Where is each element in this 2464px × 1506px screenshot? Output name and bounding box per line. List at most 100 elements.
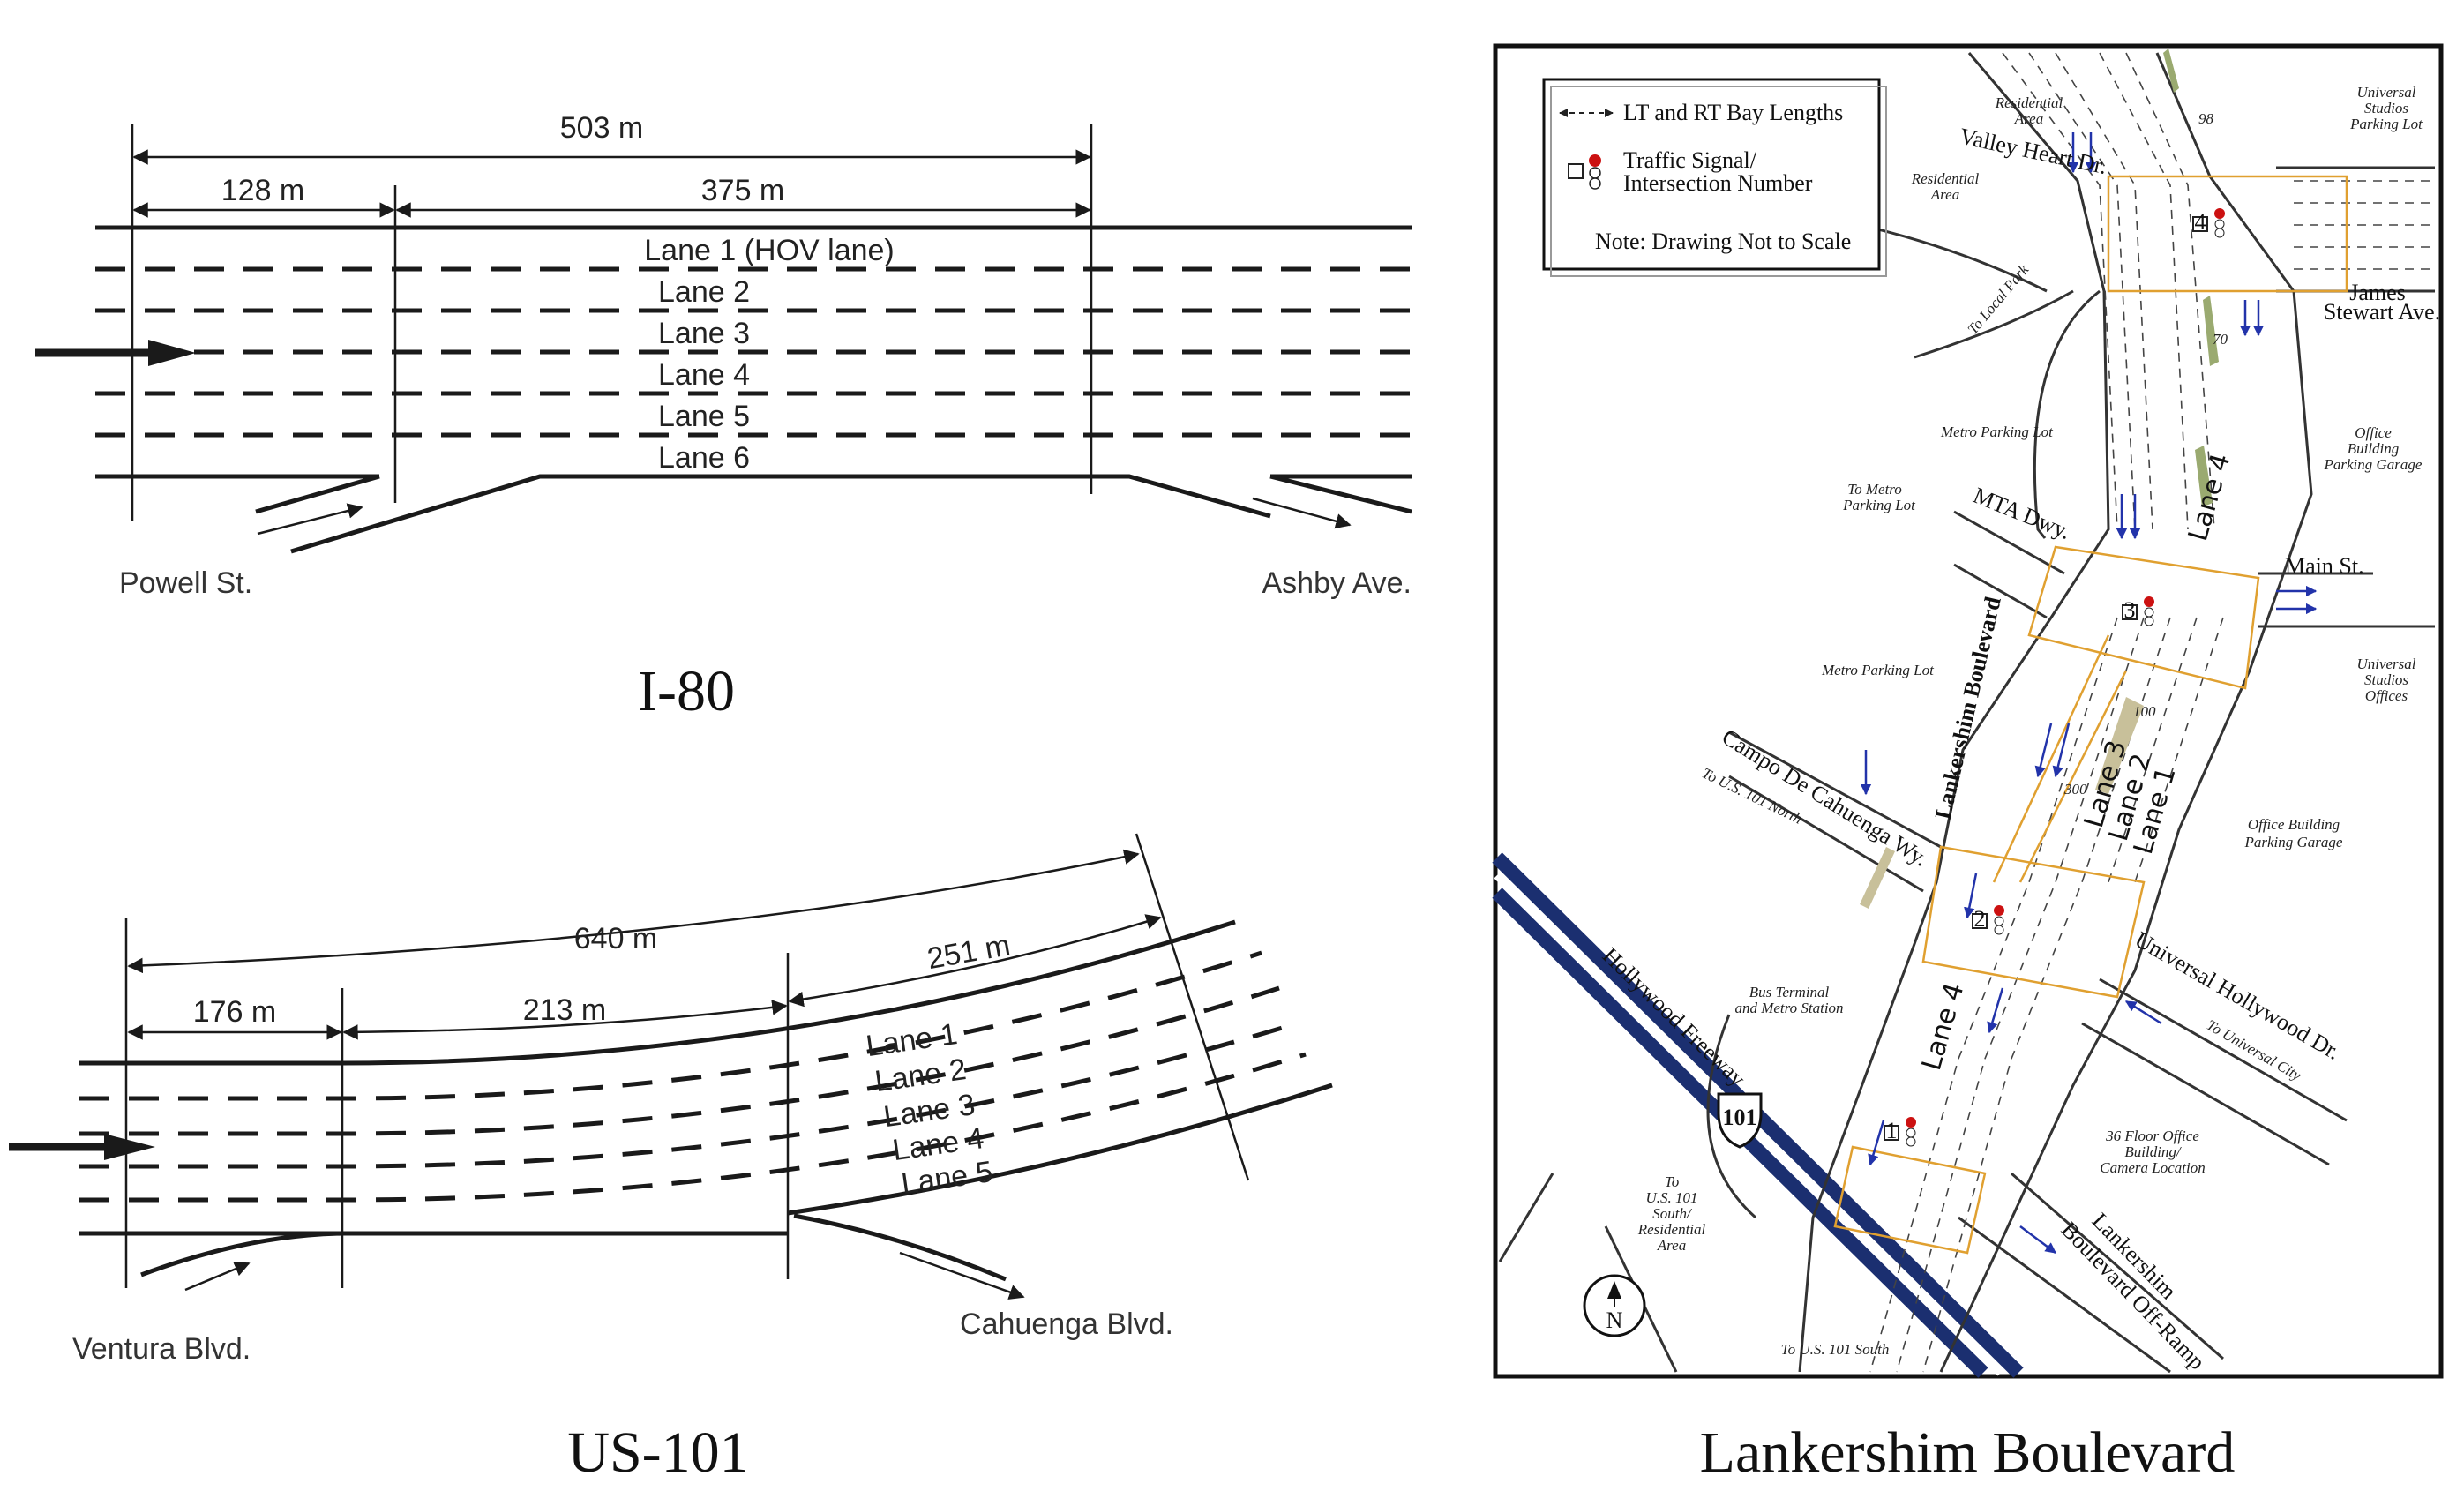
us101-right-edge <box>787 1083 1333 1216</box>
signal-1: 1 <box>1884 1117 1916 1147</box>
legend-bay: LT and RT Bay Lengths <box>1623 100 1843 125</box>
legend-signal-icon-base <box>1589 177 1601 190</box>
i80-lane-label: Lane 6 <box>658 441 750 475</box>
us101-traffic-arrow-head <box>104 1134 155 1160</box>
place-bus-2: and Metro Station <box>1734 1000 1843 1016</box>
signal-2: 2 <box>1972 905 2004 935</box>
lane-markings <box>1869 52 2435 1373</box>
us101-lane-line <box>79 950 1262 1101</box>
us101-onramp-label: Ventura Blvd. <box>72 1332 251 1366</box>
i80-offramp-label: Ashby Ave. <box>1262 566 1412 600</box>
place-to101s-bottom: To U.S. 101 South <box>1781 1341 1890 1358</box>
place-res-left-1: Residential <box>1911 170 1980 187</box>
street-james-stewart-2: Stewart Ave. <box>2324 299 2440 325</box>
bay-value: 300 <box>2063 781 2087 798</box>
north-label: N <box>1606 1307 1623 1333</box>
bay-value: 98 <box>2198 110 2214 127</box>
us101-end-line <box>1135 833 1250 1181</box>
place-res-top-1: Residential <box>1995 94 2063 111</box>
signal-3: 3 <box>2122 596 2154 626</box>
legend-signal-icon <box>1589 154 1601 167</box>
place-obg-1: Office Building <box>2248 816 2340 833</box>
i80-dim-b: 375 m <box>701 174 785 207</box>
us101-onramp-edge <box>140 1231 343 1277</box>
i80-auxiliary-lane-edge <box>290 474 1271 554</box>
signal-number: 2 <box>1974 906 1986 932</box>
place-res-left-2: Area <box>1930 186 1959 203</box>
us101-dim-total-arrow <box>127 849 1140 974</box>
bay-arrows <box>1860 132 2318 1254</box>
i80-lane-label: Lane 1 (HOV lane) <box>644 234 895 267</box>
place-office-garage-3: Parking Garage <box>2324 456 2423 473</box>
place-uso-3: Offices <box>2365 687 2408 704</box>
i80-offramp-arrow <box>1252 497 1352 529</box>
place-bus-1: Bus Terminal <box>1749 984 1830 1000</box>
place-res-top-2: Area <box>2014 110 2043 127</box>
us101-dim-a: 176 m <box>193 995 277 1029</box>
legend-signal-2: Intersection Number <box>1623 170 1813 196</box>
place-usp-1: Universal <box>2356 84 2415 101</box>
legend-signal-1: Traffic Signal/ <box>1623 147 1757 173</box>
us101-lane-line <box>79 1021 1298 1169</box>
signal-markers: 4 3 2 1 <box>1884 208 2225 1147</box>
place-usp-3: Parking Lot <box>2349 116 2423 132</box>
street-james-stewart-1: James <box>2349 280 2406 305</box>
place-to101s-1: To <box>1665 1173 1679 1190</box>
i80-onramp-label: Powell St. <box>119 566 252 600</box>
signal-4: 4 <box>2192 208 2225 238</box>
i80-traffic-arrow-head <box>148 340 196 366</box>
signal-number: 3 <box>2124 597 2136 623</box>
i80-lane-labels: Lane 1 (HOV lane) Lane 2 Lane 3 Lane 4 L… <box>644 234 895 475</box>
i80-dim-total: 503 m <box>560 111 644 145</box>
place-to-metro-2: Parking Lot <box>1842 497 1916 513</box>
legend-note: Note: Drawing Not to Scale <box>1595 229 1851 254</box>
intersection-outlines <box>1833 175 2348 1255</box>
us101-dim-total: 640 m <box>574 922 658 955</box>
place-uso-1: Universal <box>2356 656 2415 672</box>
i80-onramp-edge <box>255 474 380 514</box>
map-legend: LT and RT Bay Lengths Traffic Signal/ In… <box>1542 78 1887 277</box>
us101-offramp-arrow <box>899 1251 1025 1300</box>
i80-lane-label: Lane 4 <box>658 358 750 392</box>
place-metro-lot-2: Metro Parking Lot <box>1821 662 1935 678</box>
us101-offramp-edge <box>793 1213 1007 1282</box>
place-camera-3: Camera Location <box>2100 1159 2205 1176</box>
lankershim-map: LT and RT Bay Lengths Traffic Signal/ In… <box>1492 43 2444 1379</box>
place-to101s-4: Residential <box>1637 1221 1706 1238</box>
us101-dim-c: 251 m <box>925 928 1013 976</box>
us101-shield-icon: 101 <box>1717 1092 1763 1149</box>
north-arrow-icon: N <box>1583 1274 1646 1337</box>
place-obg-2: Parking Garage <box>2244 834 2343 850</box>
signal-number: 1 <box>1886 1118 1898 1143</box>
place-to101s-5: Area <box>1657 1237 1686 1254</box>
us101-offramp-label: Cahuenga Blvd. <box>960 1307 1173 1341</box>
i80-caption: I-80 <box>638 659 735 723</box>
place-to101s-3: South/ <box>1652 1205 1693 1222</box>
lankershim-caption: Lankershim Boulevard <box>1700 1420 2236 1485</box>
place-uso-2: Studios <box>2364 671 2408 688</box>
us101-lane-line <box>79 1052 1307 1203</box>
medians <box>1860 49 2219 909</box>
place-office-garage-1: Office <box>2355 424 2392 441</box>
place-office-garage-2: Building <box>2348 440 2400 457</box>
us101-onramp-arrow <box>184 1261 251 1292</box>
us101-dim-c-arrow <box>788 914 1162 1008</box>
place-camera-1: 36 Floor Office <box>2105 1128 2199 1144</box>
i80-onramp-arrow <box>257 503 363 536</box>
us101-caption: US-101 <box>567 1420 748 1485</box>
place-metro-lot-1: Metro Parking Lot <box>1940 423 2054 440</box>
us101-lane-labels: Lane 1 Lane 2 Lane 3 Lane 4 Lane 5 <box>864 1017 994 1201</box>
legend-signal-icon-lower <box>1589 167 1601 179</box>
us101-top-edge <box>79 919 1236 1066</box>
place-camera-2: Building/ <box>2124 1143 2183 1160</box>
place-usp-2: Studios <box>2364 100 2408 116</box>
bay-value: 70 <box>2213 331 2228 348</box>
signal-number: 4 <box>2195 209 2206 235</box>
i80-lane-label: Lane 3 <box>658 317 750 350</box>
place-to101s-2: U.S. 101 <box>1645 1189 1697 1206</box>
bay-value: 100 <box>2133 703 2156 720</box>
us101-diagram: 640 m 176 m 213 m 251 m Lane 1 Lane 2 La… <box>9 833 1333 1485</box>
shield-number: 101 <box>1723 1105 1757 1130</box>
i80-lane-label: Lane 2 <box>658 275 750 309</box>
